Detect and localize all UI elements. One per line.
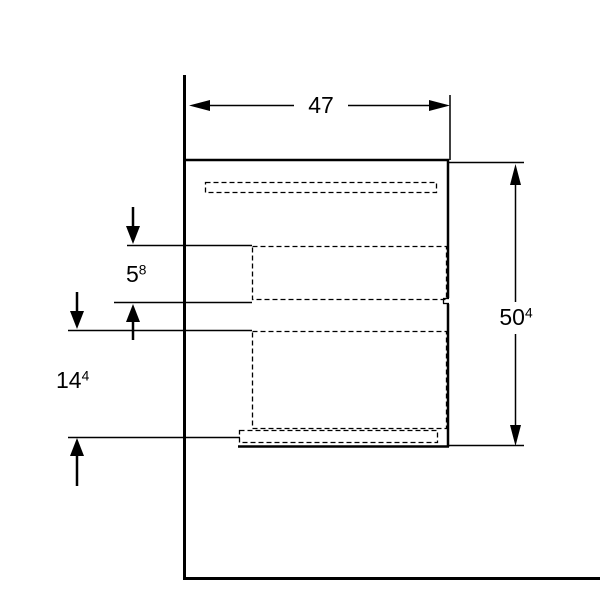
room-outline (183, 75, 600, 580)
dim-height-sup: 4 (524, 305, 533, 321)
dim-upper-offset-label: 58 (126, 261, 147, 287)
dim-lower-offset (70, 292, 84, 486)
dim-lower-offset-label: 144 (56, 367, 90, 393)
arrowhead-up-icon (126, 304, 140, 322)
reference-lines (68, 244, 252, 439)
dim-upper-offset-value: 5 (126, 261, 139, 287)
basin-dashed-outline (204, 181, 438, 194)
dim-height (449, 161, 524, 447)
dim-upper-offset (126, 207, 140, 340)
dim-upper-offset-arrowheads (126, 226, 140, 322)
dim-width (189, 95, 451, 160)
dim-lower-offset-value: 14 (56, 367, 82, 393)
arrowhead-right-icon (429, 100, 450, 111)
plinth-dashed-outline (238, 429, 439, 444)
cabinet-outline (186, 158, 450, 448)
dim-width-value: 47 (308, 92, 334, 118)
dim-width-arrowheads (189, 100, 450, 111)
dim-upper-offset-sup: 8 (138, 262, 147, 278)
dim-height-arrowheads (510, 164, 521, 446)
dim-height-value: 50 (499, 304, 525, 330)
lower-drawer-dashed-outline (251, 330, 448, 430)
arrowhead-down-icon (510, 425, 521, 446)
arrowhead-down-icon (126, 226, 140, 244)
arrowhead-left-icon (189, 100, 210, 111)
dim-lower-offset-arrowheads (70, 311, 84, 456)
arrowhead-down-icon (70, 311, 84, 329)
dim-height-label: 504 (492, 304, 540, 330)
hidden-edges (204, 181, 448, 444)
dim-lower-offset-sup: 4 (81, 368, 90, 384)
dim-height-lines (449, 161, 524, 447)
arrowhead-up-icon (70, 438, 84, 456)
upper-drawer-dashed-outline (251, 245, 448, 301)
dim-width-label: 47 (296, 92, 346, 118)
arrowhead-up-icon (510, 164, 521, 185)
